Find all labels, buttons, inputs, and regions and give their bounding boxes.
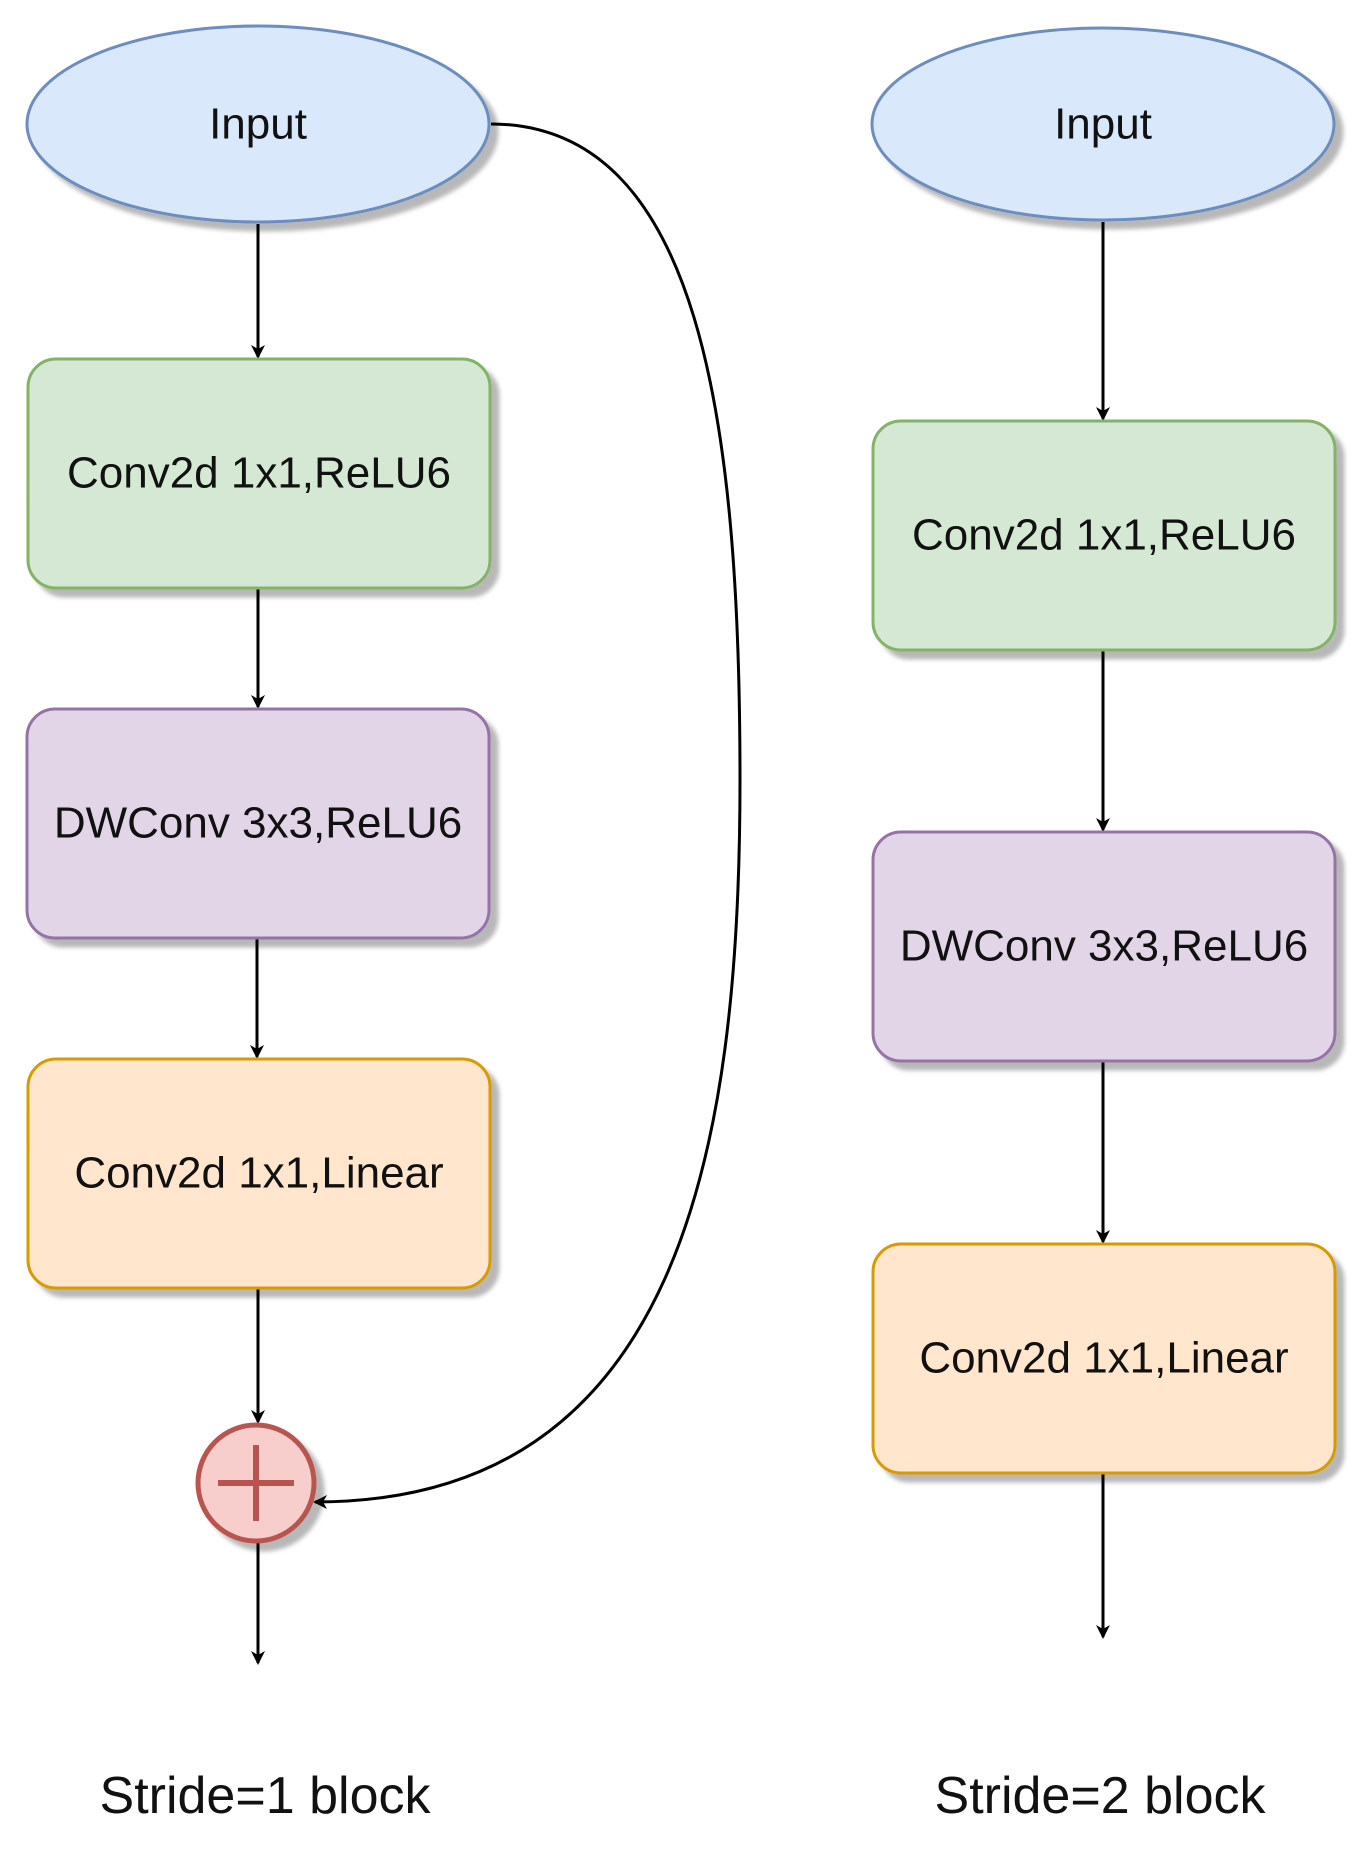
stride2-input-label: Input	[1054, 100, 1152, 149]
stride1-conv1-label: Conv2d 1x1,ReLU6	[67, 449, 451, 498]
stride2-dwconv-label: DWConv 3x3,ReLU6	[900, 922, 1308, 971]
plus-icon	[218, 1445, 294, 1521]
stride2-block: Input Conv2d 1x1,ReLU6 DWConv 3x3,ReLU6 …	[870, 26, 1337, 1825]
stride2-conv2-label: Conv2d 1x1,Linear	[919, 1334, 1288, 1383]
stride2-conv2-node: Conv2d 1x1,Linear	[871, 1242, 1337, 1475]
stride1-caption: Stride=1 block	[100, 1767, 432, 1825]
stride1-block: Input Conv2d 1x1,ReLU6 DWConv 3x3,ReLU6 …	[25, 24, 742, 1825]
stride1-input-node: Input	[25, 24, 491, 224]
stride1-dwconv-node: DWConv 3x3,ReLU6	[25, 707, 491, 940]
stride1-conv2-node: Conv2d 1x1,Linear	[26, 1057, 492, 1290]
stride2-conv1-node: Conv2d 1x1,ReLU6	[871, 419, 1337, 652]
stride1-input-label: Input	[209, 100, 307, 149]
stride1-conv1-node: Conv2d 1x1,ReLU6	[26, 357, 492, 590]
stride2-input-node: Input	[870, 26, 1336, 222]
stride1-skip-connection	[313, 122, 742, 1509]
stride1-conv2-label: Conv2d 1x1,Linear	[74, 1149, 443, 1198]
stride2-caption: Stride=2 block	[935, 1767, 1267, 1825]
stride1-add-node	[195, 1422, 317, 1544]
stride1-dwconv-label: DWConv 3x3,ReLU6	[54, 799, 462, 848]
stride2-conv1-label: Conv2d 1x1,ReLU6	[912, 511, 1296, 560]
stride2-dwconv-node: DWConv 3x3,ReLU6	[871, 830, 1337, 1063]
